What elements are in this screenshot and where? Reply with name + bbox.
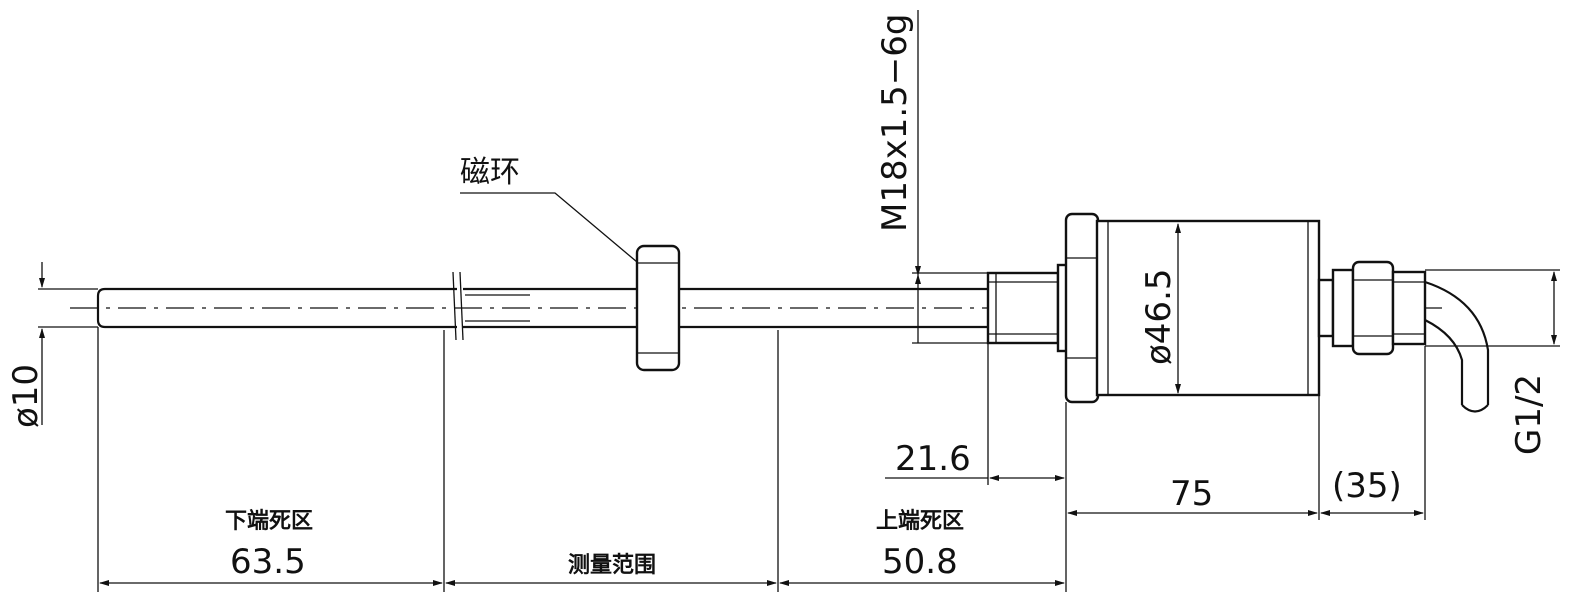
- rod-diameter-dimension: [38, 262, 98, 425]
- body-length-label: 75: [1170, 474, 1213, 514]
- thread-length-label: 21.6: [895, 439, 971, 479]
- cable-connector: [1317, 260, 1427, 356]
- thread-spec-dimension: [912, 10, 990, 344]
- upper-dead-zone-label: 上端死区: [876, 509, 964, 534]
- magnetic-ring-label: 磁环: [460, 155, 520, 190]
- body-diameter-label: ø46.5: [1139, 268, 1179, 365]
- extension-lines: [97, 327, 1426, 592]
- measuring-range-label: 测量范围: [568, 553, 656, 578]
- sensor-body: [1095, 219, 1321, 397]
- lower-dead-zone-value: 63.5: [230, 542, 306, 582]
- thread-spec-label: M18x1.5−6g: [875, 14, 915, 233]
- pipe-thread-dimension: [1425, 269, 1560, 347]
- magnetic-ring-leader: [460, 192, 638, 263]
- magnetic-ring: [635, 244, 681, 372]
- upper-dead-zone-value: 50.8: [882, 542, 958, 582]
- lower-dead-zone-label: 下端死区: [225, 509, 313, 534]
- connector-length-label: (35): [1332, 466, 1402, 506]
- threaded-fitting: [986, 271, 1060, 345]
- probe-rod: [96, 271, 990, 341]
- cable: [1424, 280, 1490, 413]
- pipe-thread-label: G1/2: [1509, 374, 1549, 455]
- rod-diameter-label: ø10: [6, 364, 46, 428]
- hex-nut: [1056, 212, 1100, 404]
